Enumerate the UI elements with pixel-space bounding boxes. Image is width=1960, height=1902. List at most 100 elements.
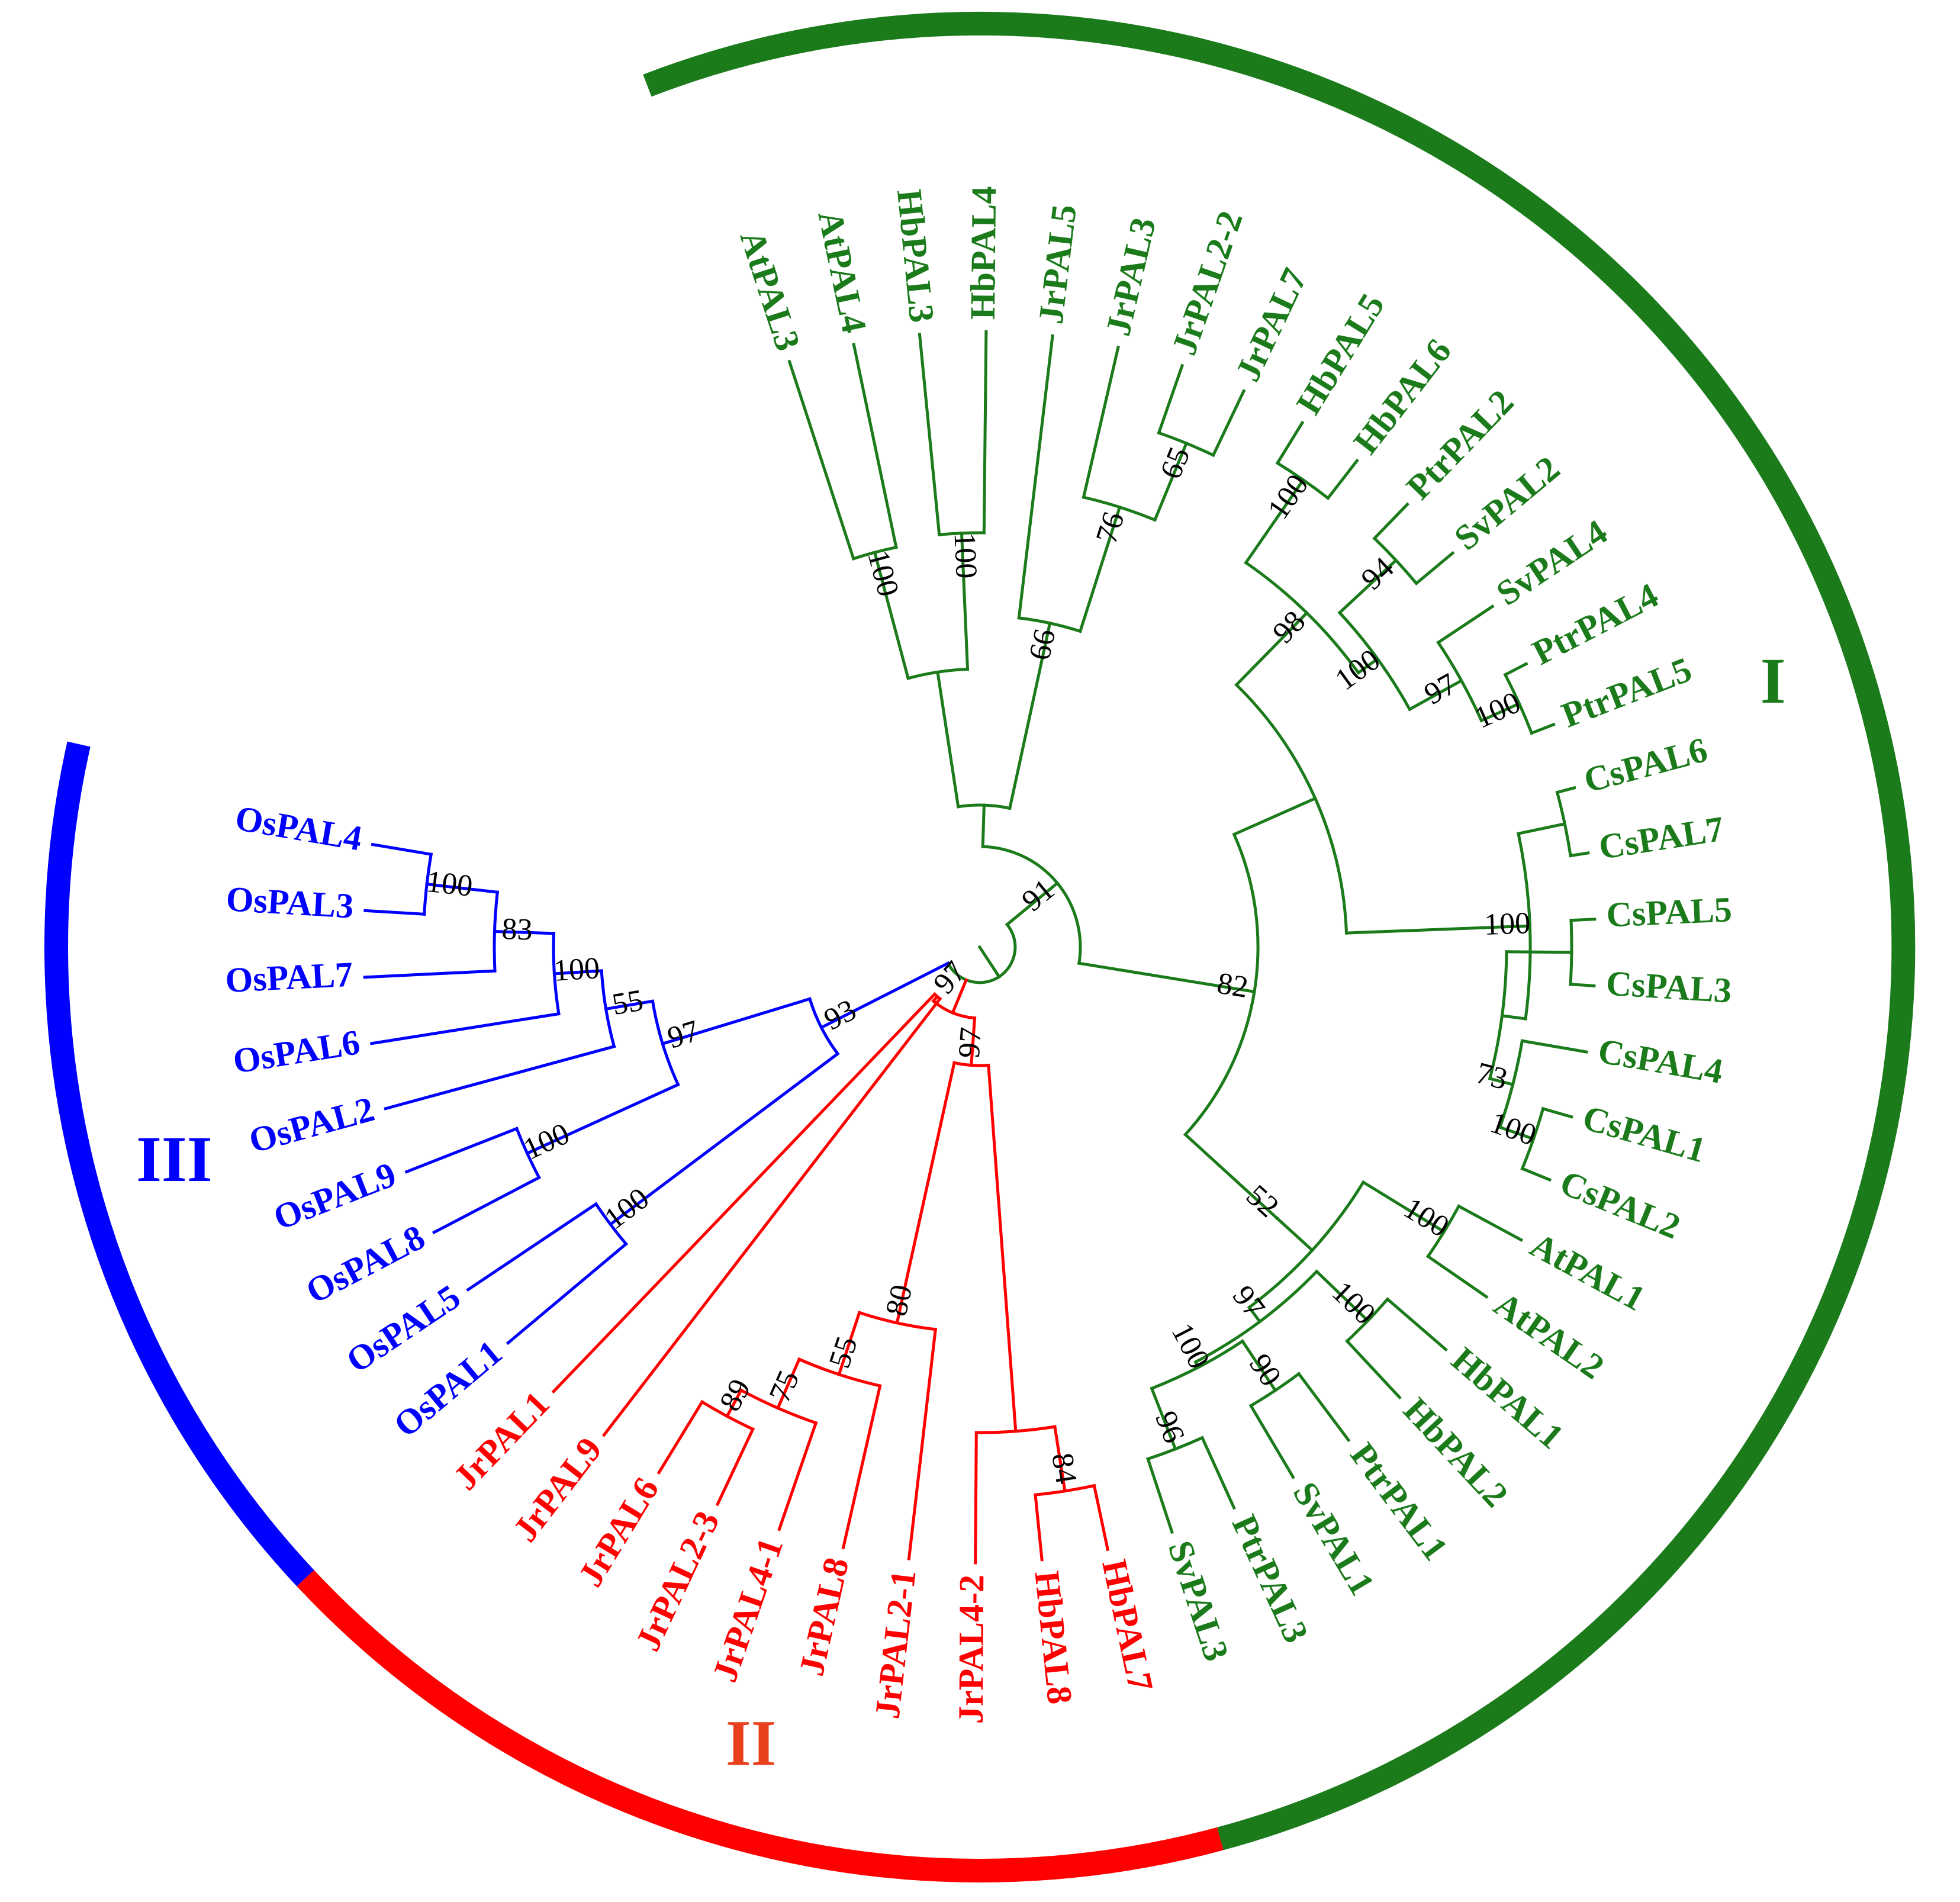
- branch-49: [1344, 926, 1484, 935]
- branch-108: [837, 1311, 861, 1377]
- branch-arc-33: [1275, 461, 1330, 501]
- leaf-label: CsPAL3: [1605, 963, 1733, 1010]
- tree-branches: [363, 330, 1597, 1565]
- branch-143: [425, 882, 500, 894]
- branch-122: [819, 961, 950, 1030]
- clade-label-I: I: [1761, 645, 1786, 717]
- branch-26: [1077, 961, 1256, 994]
- branch-117: [656, 1399, 704, 1475]
- branch-41: [1414, 551, 1455, 586]
- group-ring: [44, 11, 1916, 1882]
- branch-42: [1407, 678, 1464, 712]
- branch-92: [1200, 1436, 1236, 1510]
- bootstrap-value: 66: [1023, 626, 1063, 663]
- branch-90: [1150, 1386, 1177, 1452]
- branch-34: [1275, 420, 1305, 465]
- branch-0: [977, 945, 1002, 979]
- branch-133: [404, 1127, 519, 1174]
- group-ring-II: [297, 1570, 1224, 1882]
- branch-66: [1498, 1125, 1536, 1141]
- branch-arc-135: [600, 969, 616, 1048]
- branch-114: [725, 1388, 744, 1418]
- leaf-label: JrPAL4-2: [951, 1575, 992, 1724]
- branch-arc-27: [1183, 832, 1260, 1137]
- branch-110: [841, 1384, 882, 1550]
- branch-21: [1082, 345, 1120, 499]
- bootstrap-value: 55: [610, 983, 646, 1022]
- branch-arc-20: [1082, 495, 1157, 522]
- branch-arc-99: [974, 1425, 1057, 1434]
- branch-arc-123: [807, 997, 840, 1056]
- branch-72: [1275, 1216, 1315, 1253]
- leaf-label: CsPAL5: [1605, 890, 1733, 935]
- clade-label-II: II: [726, 1707, 777, 1779]
- branch-128: [661, 997, 812, 1046]
- bootstrap-value: 100: [1483, 906, 1531, 942]
- branch-100: [1053, 1425, 1067, 1493]
- branch-10: [787, 359, 855, 561]
- branch-140: [493, 929, 555, 935]
- branch-116: [715, 1427, 755, 1507]
- branch-arc-58: [1488, 950, 1508, 1081]
- branch-11: [852, 343, 898, 549]
- branch-19: [1078, 505, 1122, 633]
- branch-113: [777, 1421, 818, 1531]
- branch-132: [432, 1175, 541, 1235]
- branch-126: [506, 1241, 629, 1346]
- branch-arc-3: [981, 845, 1082, 966]
- branch-104: [974, 1431, 978, 1565]
- branch-65: [1520, 1039, 1588, 1054]
- branch-22: [1153, 441, 1189, 522]
- branch-83: [1345, 1338, 1402, 1400]
- branch-142: [363, 969, 497, 979]
- branch-arc-129: [651, 999, 680, 1087]
- bootstrap-value: 82: [1215, 966, 1250, 1005]
- branch-130: [525, 1082, 680, 1156]
- leaf-label: OsPAL7: [224, 955, 354, 1000]
- branch-2: [1005, 881, 1060, 927]
- branch-arc-43: [1436, 640, 1483, 723]
- branch-arc-39: [1372, 536, 1419, 586]
- branch-arc-31: [1244, 561, 1361, 675]
- branch-82: [1385, 1297, 1448, 1352]
- branch-18: [1017, 334, 1054, 620]
- branch-77: [1425, 1254, 1489, 1299]
- branch-105: [895, 1061, 956, 1325]
- branch-32: [1244, 478, 1305, 565]
- branch-136: [384, 1044, 616, 1111]
- branch-arc-29: [1234, 683, 1348, 935]
- branch-63: [1488, 1077, 1515, 1087]
- branch-14: [918, 333, 941, 537]
- branch-45: [1479, 701, 1521, 723]
- branch-arc-112: [739, 1388, 818, 1425]
- branch-74: [1361, 1180, 1446, 1234]
- branch-48: [1530, 722, 1556, 735]
- branch-88: [1296, 1372, 1351, 1443]
- branch-arc-5: [956, 803, 1012, 810]
- branch-arc-37: [1337, 610, 1412, 712]
- branch-86: [1240, 1339, 1277, 1393]
- branch-56: [1569, 851, 1590, 858]
- bootstrap-value: 84: [1045, 1450, 1083, 1486]
- branch-25: [1211, 389, 1246, 458]
- bootstrap-value: 100: [552, 951, 600, 988]
- branch-134: [604, 999, 655, 1011]
- branch-78: [1247, 1305, 1262, 1324]
- bootstrap-value: 80: [880, 1282, 919, 1319]
- leaf-label: HbPAL4: [963, 186, 1003, 320]
- branch-124: [608, 1051, 840, 1227]
- branch-16: [1008, 621, 1052, 810]
- branch-arc-138: [552, 932, 561, 1016]
- branch-28: [1232, 796, 1318, 836]
- bootstrap-value: 97: [952, 1026, 989, 1059]
- branch-103: [1034, 1493, 1044, 1562]
- branch-38: [1337, 558, 1398, 615]
- branch-35: [1325, 458, 1359, 501]
- branch-57: [1500, 1013, 1527, 1021]
- branch-arc-85: [1150, 1339, 1245, 1391]
- branch-8: [873, 551, 910, 680]
- branch-44: [1436, 604, 1495, 645]
- branch-94: [951, 978, 968, 1015]
- branch-137: [552, 969, 603, 976]
